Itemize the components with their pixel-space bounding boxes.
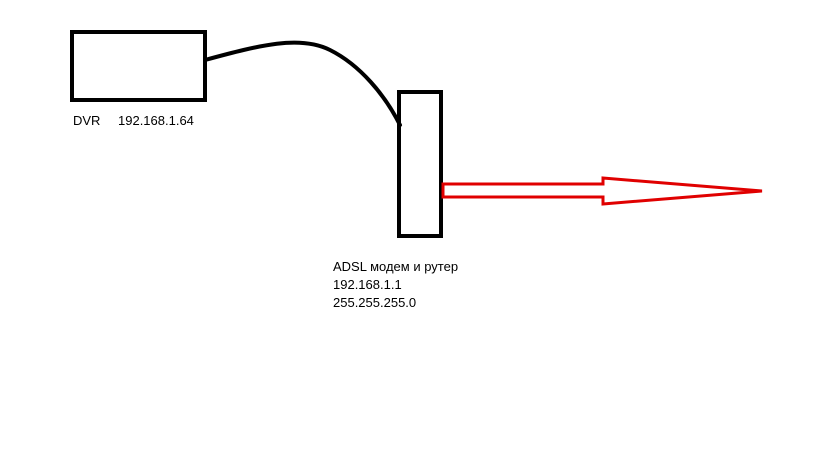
dvr-box xyxy=(70,30,207,102)
internet-arrow xyxy=(441,176,763,206)
dvr-name-label: DVR xyxy=(73,113,101,128)
modem-info: ADSL модем и рутер 192.168.1.1 255.255.2… xyxy=(333,258,458,312)
modem-ip-label: 192.168.1.1 xyxy=(333,277,402,292)
modem-name-label: ADSL модем и рутер xyxy=(333,259,459,274)
modem-box xyxy=(397,90,443,238)
dvr-ip-label: 192.168.1.64 xyxy=(118,113,194,128)
modem-mask-label: 255.255.255.0 xyxy=(333,295,417,310)
cable-line xyxy=(203,40,402,127)
